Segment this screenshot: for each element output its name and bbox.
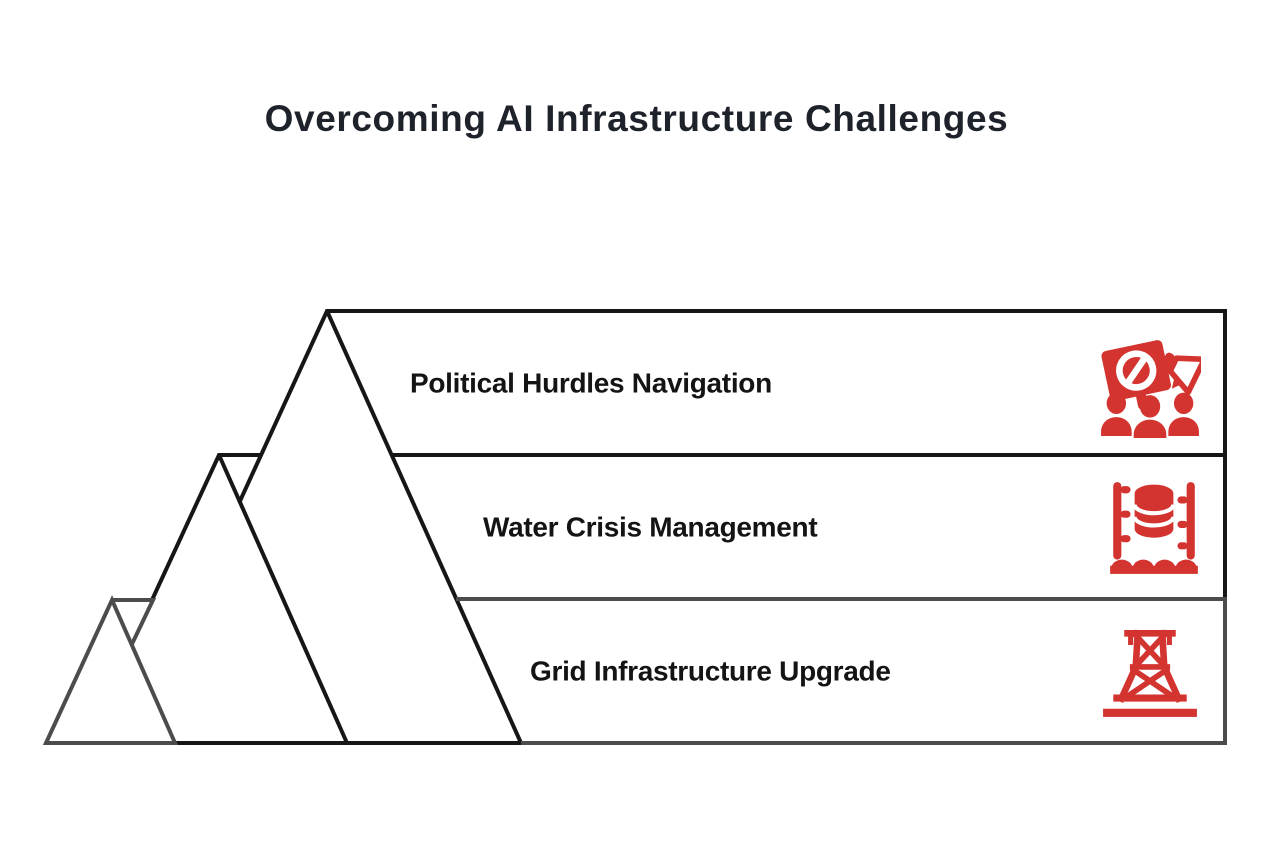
water-waves xyxy=(1110,559,1198,574)
left-pillar xyxy=(1113,482,1131,560)
protest-icon xyxy=(1101,340,1201,438)
database-cylinder xyxy=(1132,484,1176,538)
power-grid-icon xyxy=(1103,629,1197,717)
water-crisis-icon xyxy=(1110,482,1198,574)
row3-outline xyxy=(42,595,1227,745)
tower-body xyxy=(1117,629,1183,703)
megaphone xyxy=(1160,352,1201,396)
row1-outline xyxy=(175,309,1227,745)
row-label-water-crisis: Water Crisis Management xyxy=(483,511,818,543)
row-label-political-hurdles: Political Hurdles Navigation xyxy=(410,367,772,399)
right-pillar xyxy=(1177,482,1195,560)
crowd xyxy=(1101,392,1199,438)
row2-outline xyxy=(150,453,1227,744)
tower-base xyxy=(1103,694,1197,717)
page-title: Overcoming AI Infrastructure Challenges xyxy=(264,98,1009,139)
no-symbol xyxy=(1116,350,1157,391)
row-label-grid-infrastructure: Grid Infrastructure Upgrade xyxy=(530,655,891,687)
